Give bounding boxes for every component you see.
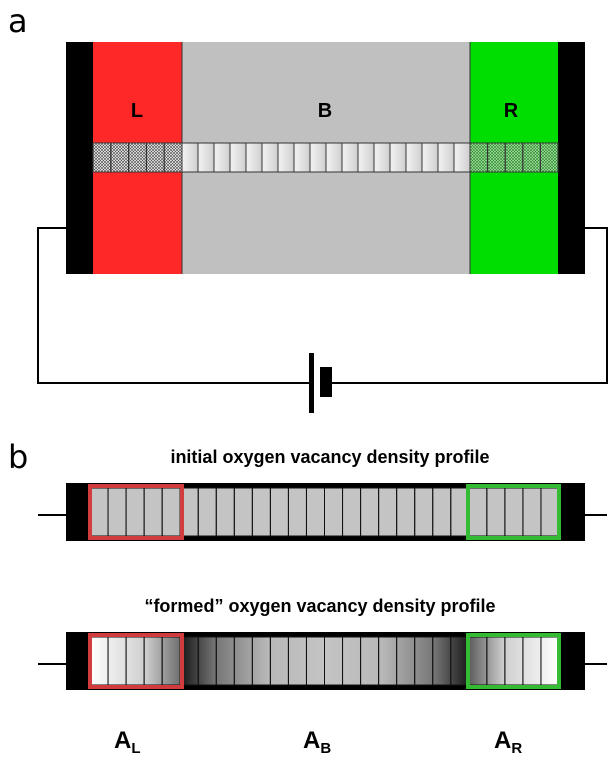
channel-cell-bulk xyxy=(229,142,247,173)
area-label-left: AL xyxy=(114,727,141,757)
region-bulk-label: B xyxy=(318,100,332,122)
channel-cell-bulk xyxy=(437,142,455,173)
channel-cell-bulk xyxy=(197,142,215,173)
channel-right-hatch xyxy=(470,143,558,172)
channel-cell-bulk xyxy=(453,142,471,173)
channel-cell-bulk xyxy=(181,142,199,173)
formed-right-fill xyxy=(468,637,559,685)
formed-profile-bar xyxy=(38,632,607,690)
formed-right-box xyxy=(466,633,561,689)
channel-left-hatch xyxy=(93,143,182,172)
initial-right-box xyxy=(466,484,561,540)
initial-cells xyxy=(89,487,560,537)
formed-left-fill xyxy=(90,637,182,685)
initial-left-box xyxy=(88,484,184,540)
area-right-sub: R xyxy=(511,740,522,757)
left-wire xyxy=(37,227,313,384)
area-bulk-sub: B xyxy=(320,740,331,757)
channel-cell-bulk xyxy=(277,142,295,173)
channel-cell-bulk xyxy=(405,142,423,173)
formed-profile-caption: “formed” oxygen vacancy density profile xyxy=(144,596,495,616)
area-left-base: A xyxy=(114,727,131,754)
right-electrode xyxy=(558,42,585,274)
channel-cell-bulk xyxy=(389,142,407,173)
area-left-sub: L xyxy=(131,740,140,757)
channel-cells xyxy=(92,142,559,173)
initial-profile-caption: initial oxygen vacancy density profile xyxy=(170,447,489,467)
channel-right-tint xyxy=(470,143,558,172)
channel-cell-bulk xyxy=(213,142,231,173)
area-bulk-base: A xyxy=(303,727,320,754)
panel-b-label: b xyxy=(8,438,28,476)
device-stack: L B R xyxy=(66,42,585,274)
formed-bulk-fill xyxy=(182,637,468,685)
channel-cell-bulk xyxy=(325,142,343,173)
region-right-label: R xyxy=(504,100,519,122)
circuit-wires xyxy=(37,227,608,384)
panel-a-label: a xyxy=(8,2,28,40)
initial-profile-bar xyxy=(38,483,607,541)
channel-cell-bulk xyxy=(421,142,439,173)
channel-cell-bulk xyxy=(309,142,327,173)
channel-cell-bulk xyxy=(245,142,263,173)
battery-short-plate xyxy=(320,367,332,397)
channel-cell-bulk xyxy=(373,142,391,173)
battery-icon xyxy=(309,353,332,413)
channel-cell-bulk xyxy=(293,142,311,173)
channel-cell-bulk xyxy=(357,142,375,173)
right-wire xyxy=(330,227,608,384)
area-label-right: AR xyxy=(494,727,522,757)
left-electrode xyxy=(66,42,93,274)
channel-cell-bulk xyxy=(261,142,279,173)
channel-cell-bulk xyxy=(341,142,359,173)
region-left-label: L xyxy=(131,100,143,122)
channel-cell-right xyxy=(539,142,559,173)
area-right-base: A xyxy=(494,727,511,754)
area-label-bulk: AB xyxy=(303,727,331,757)
formed-left-box xyxy=(88,633,184,689)
battery-long-plate xyxy=(309,353,314,413)
